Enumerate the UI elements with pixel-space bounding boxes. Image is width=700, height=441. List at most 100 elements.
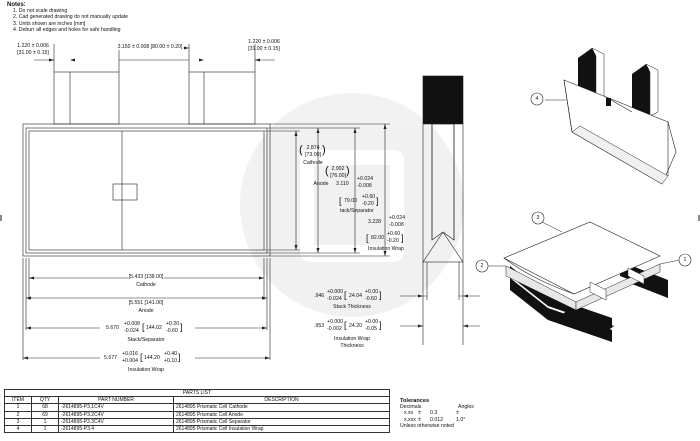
cell-item: 3 bbox=[4, 417, 32, 426]
watermark-logo bbox=[240, 93, 464, 317]
dim-wrap-w-in: 5.677 bbox=[104, 355, 117, 361]
bracket-right-stack-t: ] bbox=[379, 290, 382, 300]
dim-wrap-w-label: Insulation Wrap bbox=[128, 367, 164, 373]
balloon-1: 1 bbox=[683, 257, 687, 263]
header-item: ITEM bbox=[4, 396, 32, 405]
left-edge-marker bbox=[0, 215, 2, 221]
balloon-2-circle bbox=[475, 259, 489, 273]
dim-wrap-w-mm-dn: +0.10 bbox=[164, 358, 178, 364]
dim-stack-w-label: Stack/Separator bbox=[127, 337, 165, 343]
dim-wrap-w-tol-dn: +0.004 bbox=[122, 358, 139, 364]
bracket-left-wrap-t: [ bbox=[344, 320, 347, 330]
dim-stack-t-in: .946 bbox=[314, 293, 325, 299]
dim-cathode-w: [5.433 [138.00] bbox=[128, 274, 164, 280]
balloon-4-circle bbox=[530, 92, 544, 106]
dim-anode-w-label: Anode bbox=[138, 308, 154, 314]
dim-tab-left-in: 1.220 ± 0.006 bbox=[17, 43, 49, 49]
dim-wrap-h-mm-dn: -0.20 bbox=[387, 238, 399, 244]
dim-stack-w-mm-up: +0.20 bbox=[166, 321, 180, 327]
isometric-stack-view bbox=[486, 221, 681, 342]
cell-description: 2614895 Prismatic Cell Cathode bbox=[173, 403, 390, 412]
dim-wrap-h-tol-dn: -0.008 bbox=[389, 222, 404, 228]
dim-stack-h-in: 3.110 bbox=[336, 181, 349, 187]
header-qty: QTY bbox=[31, 396, 59, 405]
label-pad bbox=[112, 183, 138, 201]
note-3: 3. Units shown are inches [mm] bbox=[13, 20, 86, 27]
tolerances-angles: Angles bbox=[458, 404, 474, 411]
dim-stack-w-mm: 144.02 bbox=[146, 325, 162, 331]
dim-wrap-t-label-1: Insulation Wrap bbox=[334, 336, 370, 342]
side-view-tab bbox=[423, 76, 463, 124]
dim-stack-t-tol-up: +0.000 bbox=[327, 289, 344, 295]
notes-block: Notes: 1. Do not scale drawing 2. Cad ge… bbox=[7, 2, 128, 34]
table-row: 3 1 -2614895-P3.3C4V 2614895 Prismatic C… bbox=[4, 417, 390, 426]
balloon-1-circle bbox=[678, 253, 692, 267]
bracket-left-stack-h: [ bbox=[339, 196, 342, 206]
tol-row1-pm: ± bbox=[418, 410, 421, 417]
dim-wrap-w-tol-up: +0.016 bbox=[122, 351, 139, 357]
cell-qty: 1 bbox=[31, 417, 59, 426]
tolerances-title: Tolerances bbox=[400, 398, 430, 404]
cell-part-number: -2614895-P3.4 bbox=[58, 424, 174, 434]
anode-tab-right bbox=[188, 71, 256, 125]
dim-stack-h-tol-dn: -0.008 bbox=[357, 183, 372, 189]
note-1: 1. Do not scale drawing bbox=[13, 8, 68, 14]
header-part-number: PART NUMBER bbox=[58, 396, 174, 405]
dim-anode-w: [5.551 [141.00] bbox=[128, 300, 164, 306]
header-description: DESCRIPTION bbox=[173, 396, 390, 405]
paren-right-cathode: ) bbox=[322, 144, 326, 156]
balloon-4: 4 bbox=[535, 96, 539, 102]
note-4: 4. Deburr all edges and holes for safe h… bbox=[13, 27, 121, 34]
dim-wrap-t-mm: 24.20 bbox=[349, 323, 362, 329]
cell-part-number: -2614895-P3.1C4V bbox=[58, 403, 174, 412]
dim-stack-h-tol-up: +0.024 bbox=[357, 176, 374, 182]
tol-row1-value: 0.3 bbox=[430, 410, 438, 417]
notes-title: Notes: bbox=[7, 2, 26, 8]
tol-row2-value: 0.012 bbox=[430, 416, 443, 423]
tol-row2-format: x.xxx bbox=[404, 416, 416, 423]
dim-stack-t-tol-dn: -0.024 bbox=[327, 296, 342, 302]
cathode-tab-left bbox=[53, 71, 120, 125]
tolerances-block: Tolerances Decimals Angles x.xx ± 0.3 ± … bbox=[400, 398, 474, 429]
cell-qty: 68 bbox=[31, 403, 59, 412]
dim-stack-w-in: 5.670 bbox=[106, 325, 119, 331]
balloon-3-circle bbox=[531, 211, 545, 225]
dim-stack-h-mm: 79.00 bbox=[344, 198, 357, 204]
bracket-left-wrap-h: [ bbox=[366, 233, 369, 243]
dim-cathode-h-label: Cathode bbox=[303, 160, 323, 166]
dim-wrap-h-label: Insulation Wrap bbox=[368, 246, 404, 252]
cell-part-number: -2614895-P3.3C4V bbox=[58, 417, 174, 426]
dim-stack-h-label: tack/Separator bbox=[340, 208, 374, 214]
dim-stack-w-tol-dn: -0.024 bbox=[124, 328, 139, 334]
dim-stack-t-label: Stack Thickness bbox=[333, 304, 371, 310]
parts-list-table: PARTS LIST ITEM QTY PART NUMBER DESCRIPT… bbox=[4, 388, 390, 434]
dim-cathode-h-mm: [73.00] bbox=[305, 152, 321, 158]
dim-wrap-h-mm: 82.00 bbox=[371, 235, 384, 241]
anode-outline bbox=[28, 130, 265, 251]
cell-item: 2 bbox=[4, 410, 32, 419]
cell-description: 2614895 Prismatic Cell Separator bbox=[173, 417, 390, 426]
isometric-wrap-view bbox=[545, 47, 677, 185]
dim-stack-w-tol-up: +0.008 bbox=[124, 321, 141, 327]
cell-description: 2614895 Prismatic Cell Anode bbox=[173, 410, 390, 419]
bracket-right-wrap-h: ] bbox=[401, 233, 404, 243]
dim-wrap-t-in: .953 bbox=[314, 323, 325, 329]
dim-tab-right-in: 1.220 ± 0.006 bbox=[248, 39, 280, 45]
dim-stack-t-mm: 24.04 bbox=[349, 293, 362, 299]
dim-stack-h-mm-dn: -0.20 bbox=[362, 201, 374, 207]
bracket-right-stack-w: ] bbox=[180, 322, 183, 332]
tolerances-decimals: Decimals bbox=[400, 404, 422, 411]
bracket-right-wrap-t: ] bbox=[379, 320, 382, 330]
dim-wrap-h-mm-up: +0.60 bbox=[387, 231, 401, 237]
table-row: 1 68 -2614895-P3.1C4V 2614895 Prismatic … bbox=[4, 403, 390, 412]
cell-qty: 69 bbox=[31, 410, 59, 419]
cell-qty: 1 bbox=[31, 424, 59, 434]
balloon-3: 3 bbox=[536, 215, 540, 221]
cell-item: 1 bbox=[4, 403, 32, 412]
parts-list-header-row: ITEM QTY PART NUMBER DESCRIPTION bbox=[4, 396, 390, 405]
dim-stack-w-bg bbox=[100, 321, 195, 335]
insulation-wrap-outline bbox=[22, 123, 271, 257]
dim-tab-right-mm: [31.00 ± 0.15] bbox=[248, 46, 280, 52]
dim-stack-w-mm-dn: -0.60 bbox=[166, 328, 178, 334]
right-edge-marker bbox=[698, 215, 700, 221]
